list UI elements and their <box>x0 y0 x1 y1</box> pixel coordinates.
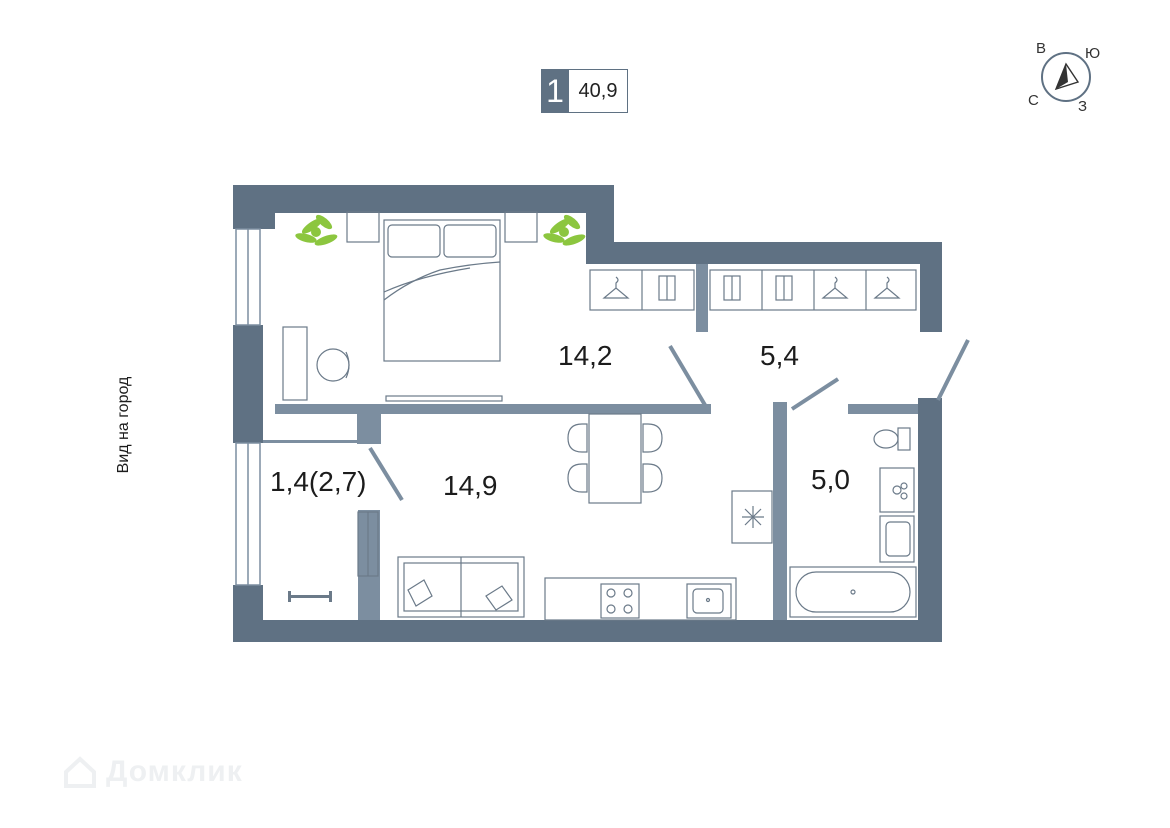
nightstands <box>346 211 538 243</box>
washing-machine <box>879 467 915 513</box>
compass-north: С <box>1028 92 1039 109</box>
watermark: Домклик <box>60 752 243 792</box>
outer-walls <box>233 185 942 642</box>
partitions <box>275 264 918 620</box>
plant-icon <box>543 214 586 246</box>
wardrobe-area: 5,4 <box>760 340 799 371</box>
kitchen-counter <box>544 577 737 621</box>
hob-icon <box>600 583 640 619</box>
sink-icon <box>879 515 915 563</box>
dining-table <box>567 413 663 504</box>
apartment-badge: 1 40,9 <box>541 69 628 113</box>
balcony-area: 1,4(2,7) <box>270 466 367 497</box>
living-area: 14,9 <box>443 470 498 501</box>
fridge-icon <box>731 490 773 544</box>
sink-icon <box>686 583 732 619</box>
doors <box>368 339 970 502</box>
compass-south: Ю <box>1085 45 1101 62</box>
watermark-text: Домклик <box>106 755 243 788</box>
bathroom-area: 5,0 <box>811 464 850 495</box>
shirt-icon <box>658 275 793 301</box>
balcony-door <box>357 511 379 577</box>
bedroom-area: 14,2 <box>558 340 613 371</box>
compass-east: В <box>1036 40 1047 57</box>
view-label: Вид на город <box>115 376 132 474</box>
sofa-icon <box>397 556 525 618</box>
wardrobe <box>589 269 917 311</box>
plant-icon <box>295 214 338 246</box>
hanger-icon <box>602 276 901 299</box>
balcony-wall <box>263 440 363 443</box>
toilet-icon <box>873 427 911 451</box>
total-area: 40,9 <box>569 69 628 113</box>
compass-west: З <box>1078 98 1088 115</box>
balcony-bar <box>288 591 332 602</box>
compass-icon <box>1041 52 1091 102</box>
bed-icon <box>383 219 501 362</box>
windows <box>235 228 261 586</box>
tv <box>385 395 503 402</box>
room-count: 1 <box>541 69 569 113</box>
house-icon <box>64 756 96 788</box>
bathtub-icon <box>789 566 917 618</box>
desk <box>282 326 350 401</box>
